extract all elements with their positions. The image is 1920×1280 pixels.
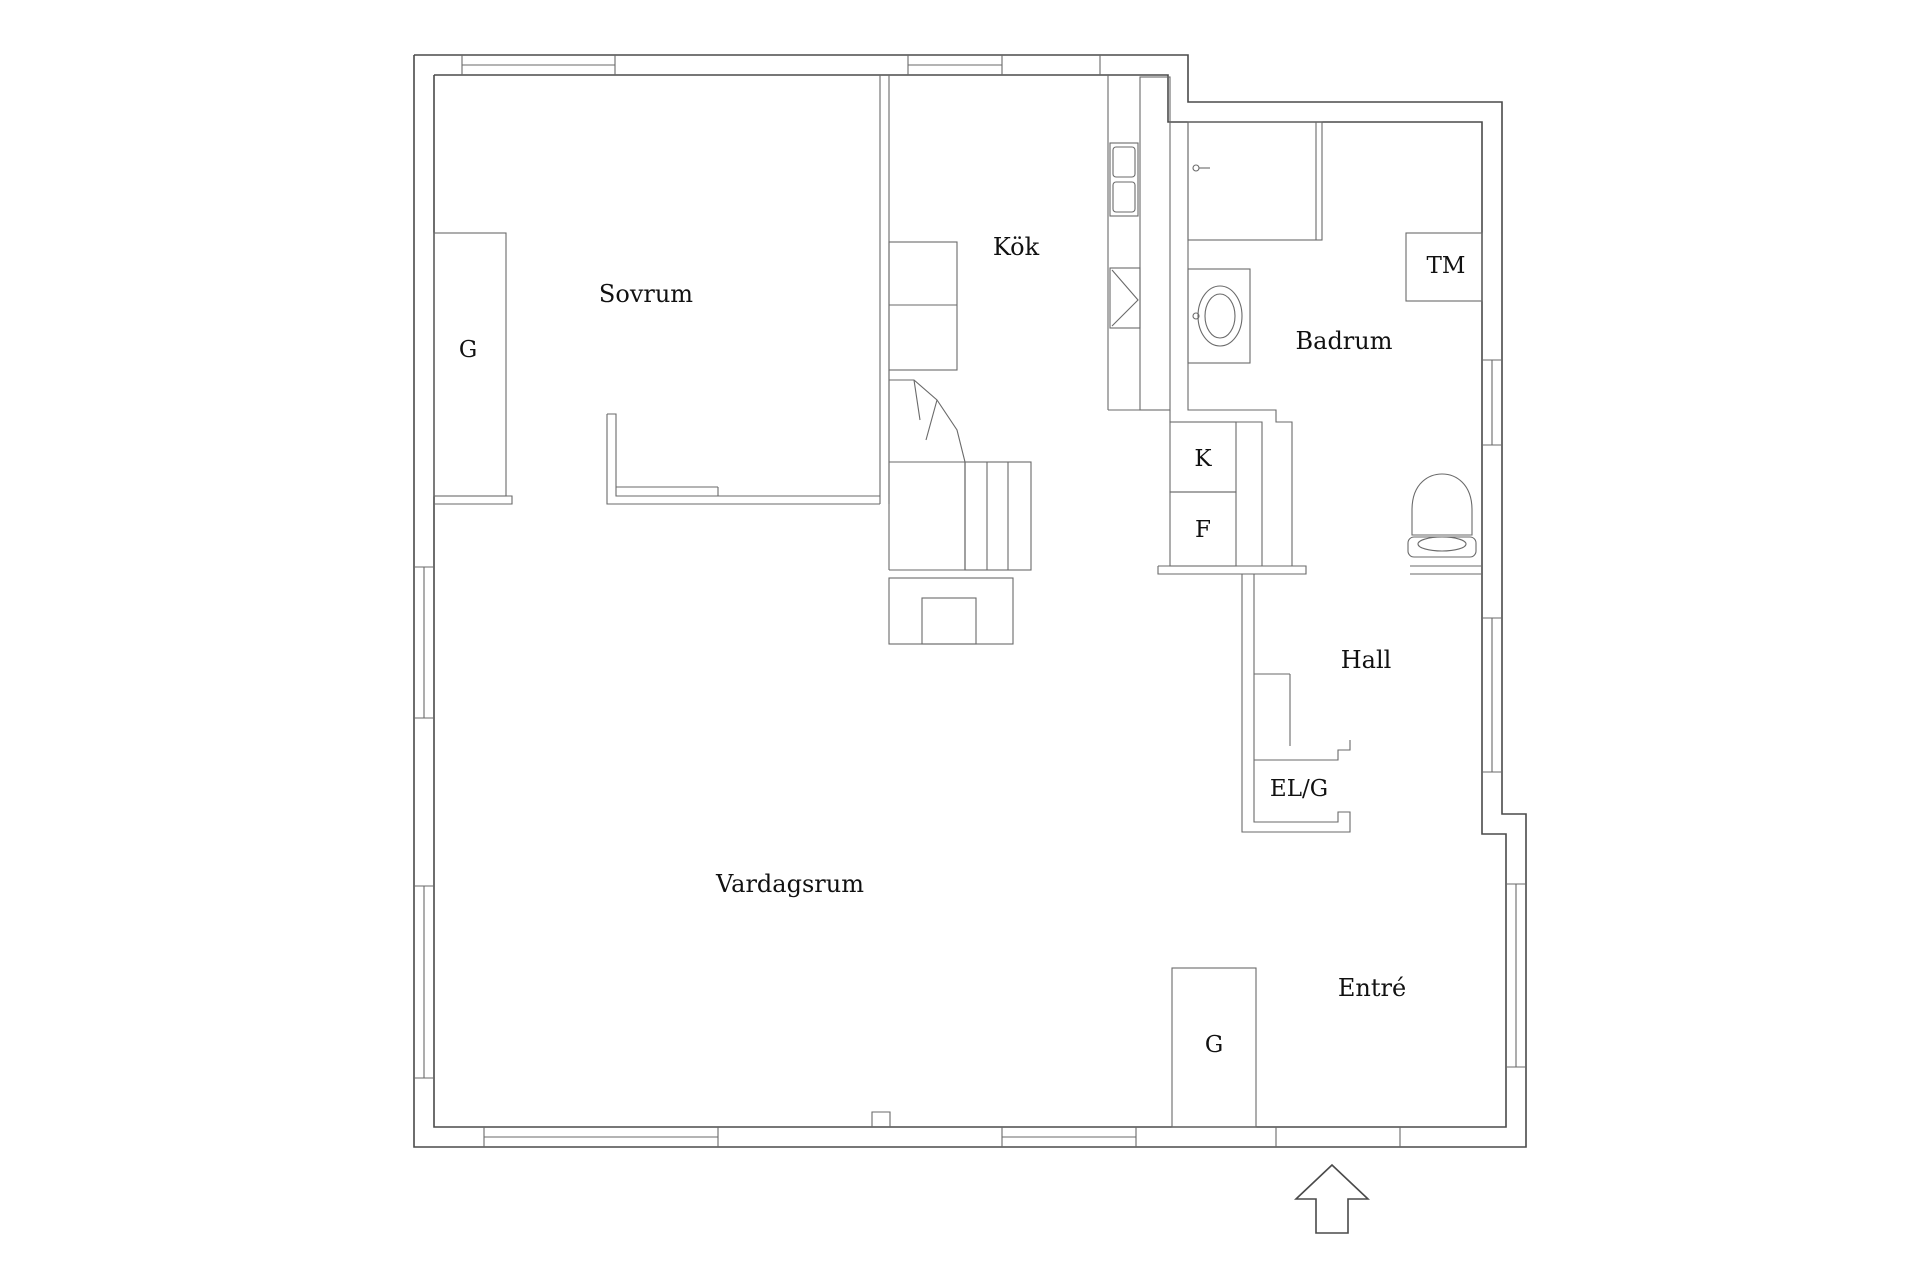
room-label-sovrum: Sovrum <box>599 280 693 308</box>
room-label-entre: Entré <box>1338 974 1406 1002</box>
room-label-kok: Kök <box>993 233 1040 261</box>
interior-walls <box>434 75 1482 833</box>
wardrobe-bedroom-label: G <box>459 337 477 363</box>
staircase <box>888 241 1032 645</box>
washbasin-icon <box>1187 268 1251 364</box>
electrical-cabinet-label: EL/G <box>1270 776 1328 802</box>
room-label-vardagsrum: Vardagsrum <box>715 870 864 898</box>
washing-machine-label: TM <box>1427 253 1466 279</box>
wardrobe-entrance: G <box>1171 967 1257 1128</box>
kitchen-sink-icon <box>1109 142 1139 217</box>
shower <box>1187 121 1323 241</box>
washing-machine: TM <box>1405 232 1483 302</box>
freezer: F <box>1169 491 1237 567</box>
toilet-icon <box>1407 473 1477 558</box>
room-label-badrum: Badrum <box>1296 327 1393 355</box>
electrical-cabinet: EL/G <box>1270 776 1328 802</box>
fridge-label: K <box>1194 446 1212 472</box>
entrance-arrow-icon <box>1293 1163 1371 1234</box>
fridge: K <box>1169 421 1237 493</box>
outer-walls <box>413 54 1527 1148</box>
room-label-hall: Hall <box>1341 646 1392 674</box>
wardrobe-bedroom: G <box>433 232 507 497</box>
stove-icon <box>1109 267 1141 329</box>
wardrobe-entrance-label: G <box>1205 1032 1223 1058</box>
freezer-label: F <box>1195 517 1211 543</box>
